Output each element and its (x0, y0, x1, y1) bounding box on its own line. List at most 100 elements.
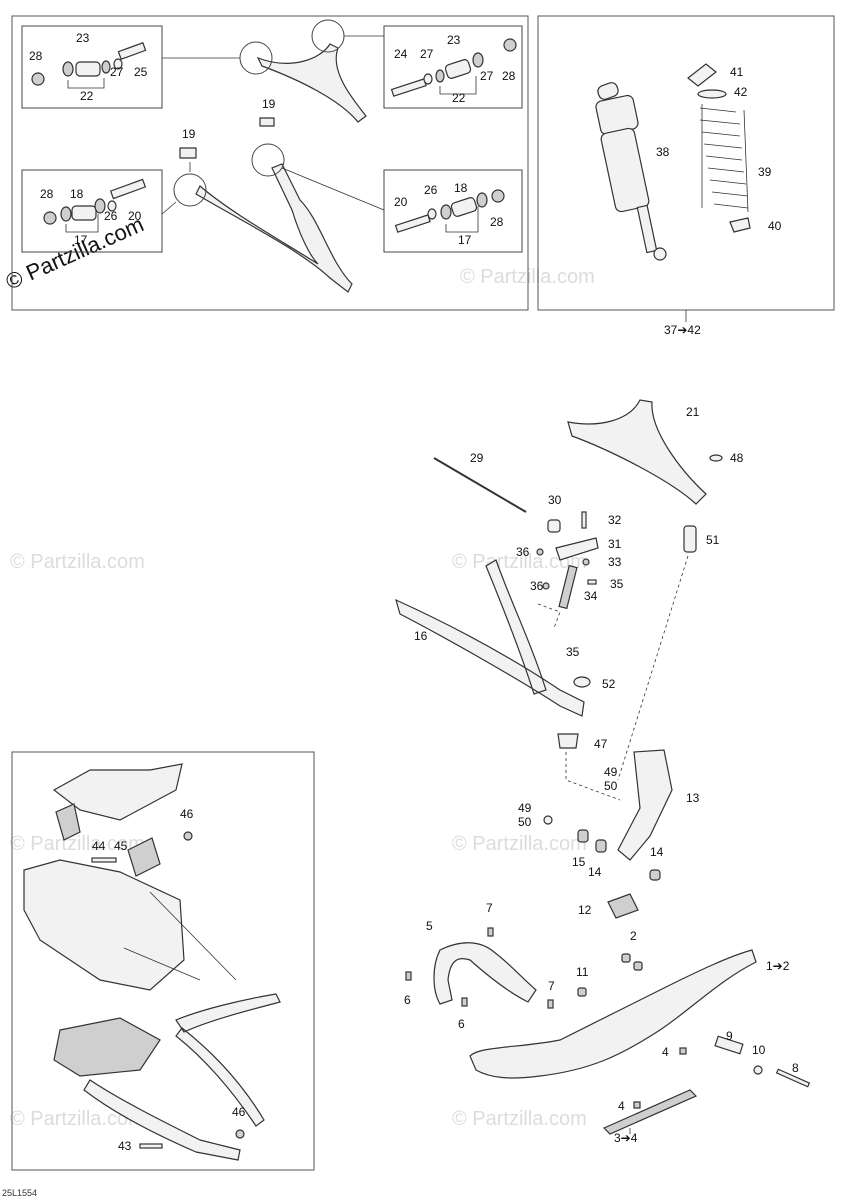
spindle-13 (617, 749, 673, 861)
lower-a-arm (395, 559, 585, 717)
callout-33: 33 (608, 555, 622, 569)
washer-19 (179, 147, 197, 159)
callout-23: 23 (76, 31, 90, 45)
callout-36: 36 (516, 545, 530, 559)
callout-28: 28 (29, 49, 43, 63)
callout-20: 20 (128, 209, 142, 223)
diagram-code: 25L1554 (2, 1188, 37, 1198)
callout-26: 26 (104, 209, 118, 223)
callout-32: 32 (608, 513, 622, 527)
bolt-43 (139, 1143, 163, 1149)
callout-27: 27 (110, 65, 124, 79)
callout-4: 4 (618, 1099, 625, 1113)
bushing-set-upper-right (390, 38, 517, 97)
callout-35: 35 (610, 577, 624, 591)
callout-44: 44 (92, 839, 106, 853)
callout-11: 11 (576, 965, 589, 979)
bolt-44 (91, 857, 117, 863)
callout-37-42: 37➔42 (664, 323, 701, 337)
callout-18: 18 (454, 181, 468, 195)
upper-a-arm (567, 399, 707, 505)
callout-14: 14 (650, 845, 664, 859)
nut-4 (679, 1047, 687, 1055)
callout-6: 6 (404, 993, 411, 1007)
bushing-30 (547, 519, 561, 533)
callout-52: 52 (602, 677, 616, 691)
ball-joint-51 (683, 525, 697, 553)
screw-6 (461, 997, 468, 1007)
nut-33 (582, 558, 590, 566)
callout-19: 19 (182, 127, 196, 141)
clip-48 (709, 454, 723, 462)
callout-14: 14 (588, 865, 602, 879)
callout-24: 24 (394, 47, 408, 61)
callout-7: 7 (486, 901, 493, 915)
callout-10: 10 (752, 1043, 766, 1057)
callout-16: 16 (414, 629, 428, 643)
pad-12 (607, 893, 639, 919)
callout-7: 7 (548, 979, 555, 993)
watermark: © Partzilla.com (10, 833, 145, 855)
screw-7 (547, 999, 554, 1009)
callout-43: 43 (118, 1139, 132, 1153)
washer-49 (543, 815, 553, 825)
nut-46 (183, 831, 193, 841)
callout-15: 15 (572, 855, 586, 869)
washer-10 (753, 1065, 763, 1075)
watermark: © Partzilla.com (10, 1108, 145, 1130)
bushing-14 (649, 869, 661, 881)
watermark-main: © Partzilla.com (2, 211, 148, 294)
frame-mount-frame (11, 751, 315, 1171)
callout-46: 46 (180, 807, 194, 821)
sway-bar-rod (433, 457, 527, 513)
callout-2: 2 (630, 929, 637, 943)
spacer-9 (714, 1035, 744, 1055)
nut-36 (542, 582, 550, 590)
callout-5: 5 (426, 919, 433, 933)
watermark: © Partzilla.com (452, 833, 587, 855)
ball-joint-47 (557, 733, 579, 749)
callout-50: 50 (604, 779, 618, 793)
callout-42: 42 (734, 85, 748, 99)
callout-17: 17 (74, 233, 88, 247)
clip-52 (573, 676, 591, 688)
bushing-15 (577, 829, 589, 843)
bolt-8 (775, 1068, 811, 1088)
bushing-set-upper-left (31, 42, 147, 89)
callout-20: 20 (394, 195, 408, 209)
link-34 (558, 564, 578, 610)
watermark-layer: © Partzilla.com © Partzilla.com © Partzi… (10, 266, 595, 1130)
callout-48: 48 (730, 451, 744, 465)
nut-36 (536, 548, 544, 556)
nut-2 (621, 953, 631, 963)
callout-26: 26 (424, 183, 438, 197)
callout-46: 46 (232, 1105, 246, 1119)
lower-a-arm-detail (161, 143, 385, 293)
callout-50: 50 (518, 815, 532, 829)
screw-6 (405, 971, 412, 981)
callout-13: 13 (686, 791, 700, 805)
callout-35: 35 (566, 645, 580, 659)
callout-28: 28 (40, 187, 54, 201)
callout-47: 47 (594, 737, 608, 751)
callout-25: 25 (134, 65, 148, 79)
callout-6: 6 (458, 1017, 465, 1031)
callout-36: 36 (530, 579, 544, 593)
bracket-31 (555, 537, 599, 561)
callout-21: 21 (686, 405, 700, 419)
callout-3-4: 3➔4 (614, 1131, 638, 1145)
bushing-14 (595, 839, 607, 853)
callout-17: 17 (458, 233, 472, 247)
callout-34: 34 (584, 589, 598, 603)
callout-1-2: 1➔2 (766, 959, 790, 973)
inset-upper-left-bushing (21, 25, 163, 109)
callout-38: 38 (656, 145, 670, 159)
runner-3-4 (602, 1089, 698, 1135)
nut-4 (633, 1101, 641, 1109)
callout-49: 49 (518, 801, 532, 815)
callout-12: 12 (578, 903, 592, 917)
callout-19: 19 (262, 97, 276, 111)
bushing-set-lower-right (394, 189, 505, 233)
callout-9: 9 (726, 1029, 733, 1043)
